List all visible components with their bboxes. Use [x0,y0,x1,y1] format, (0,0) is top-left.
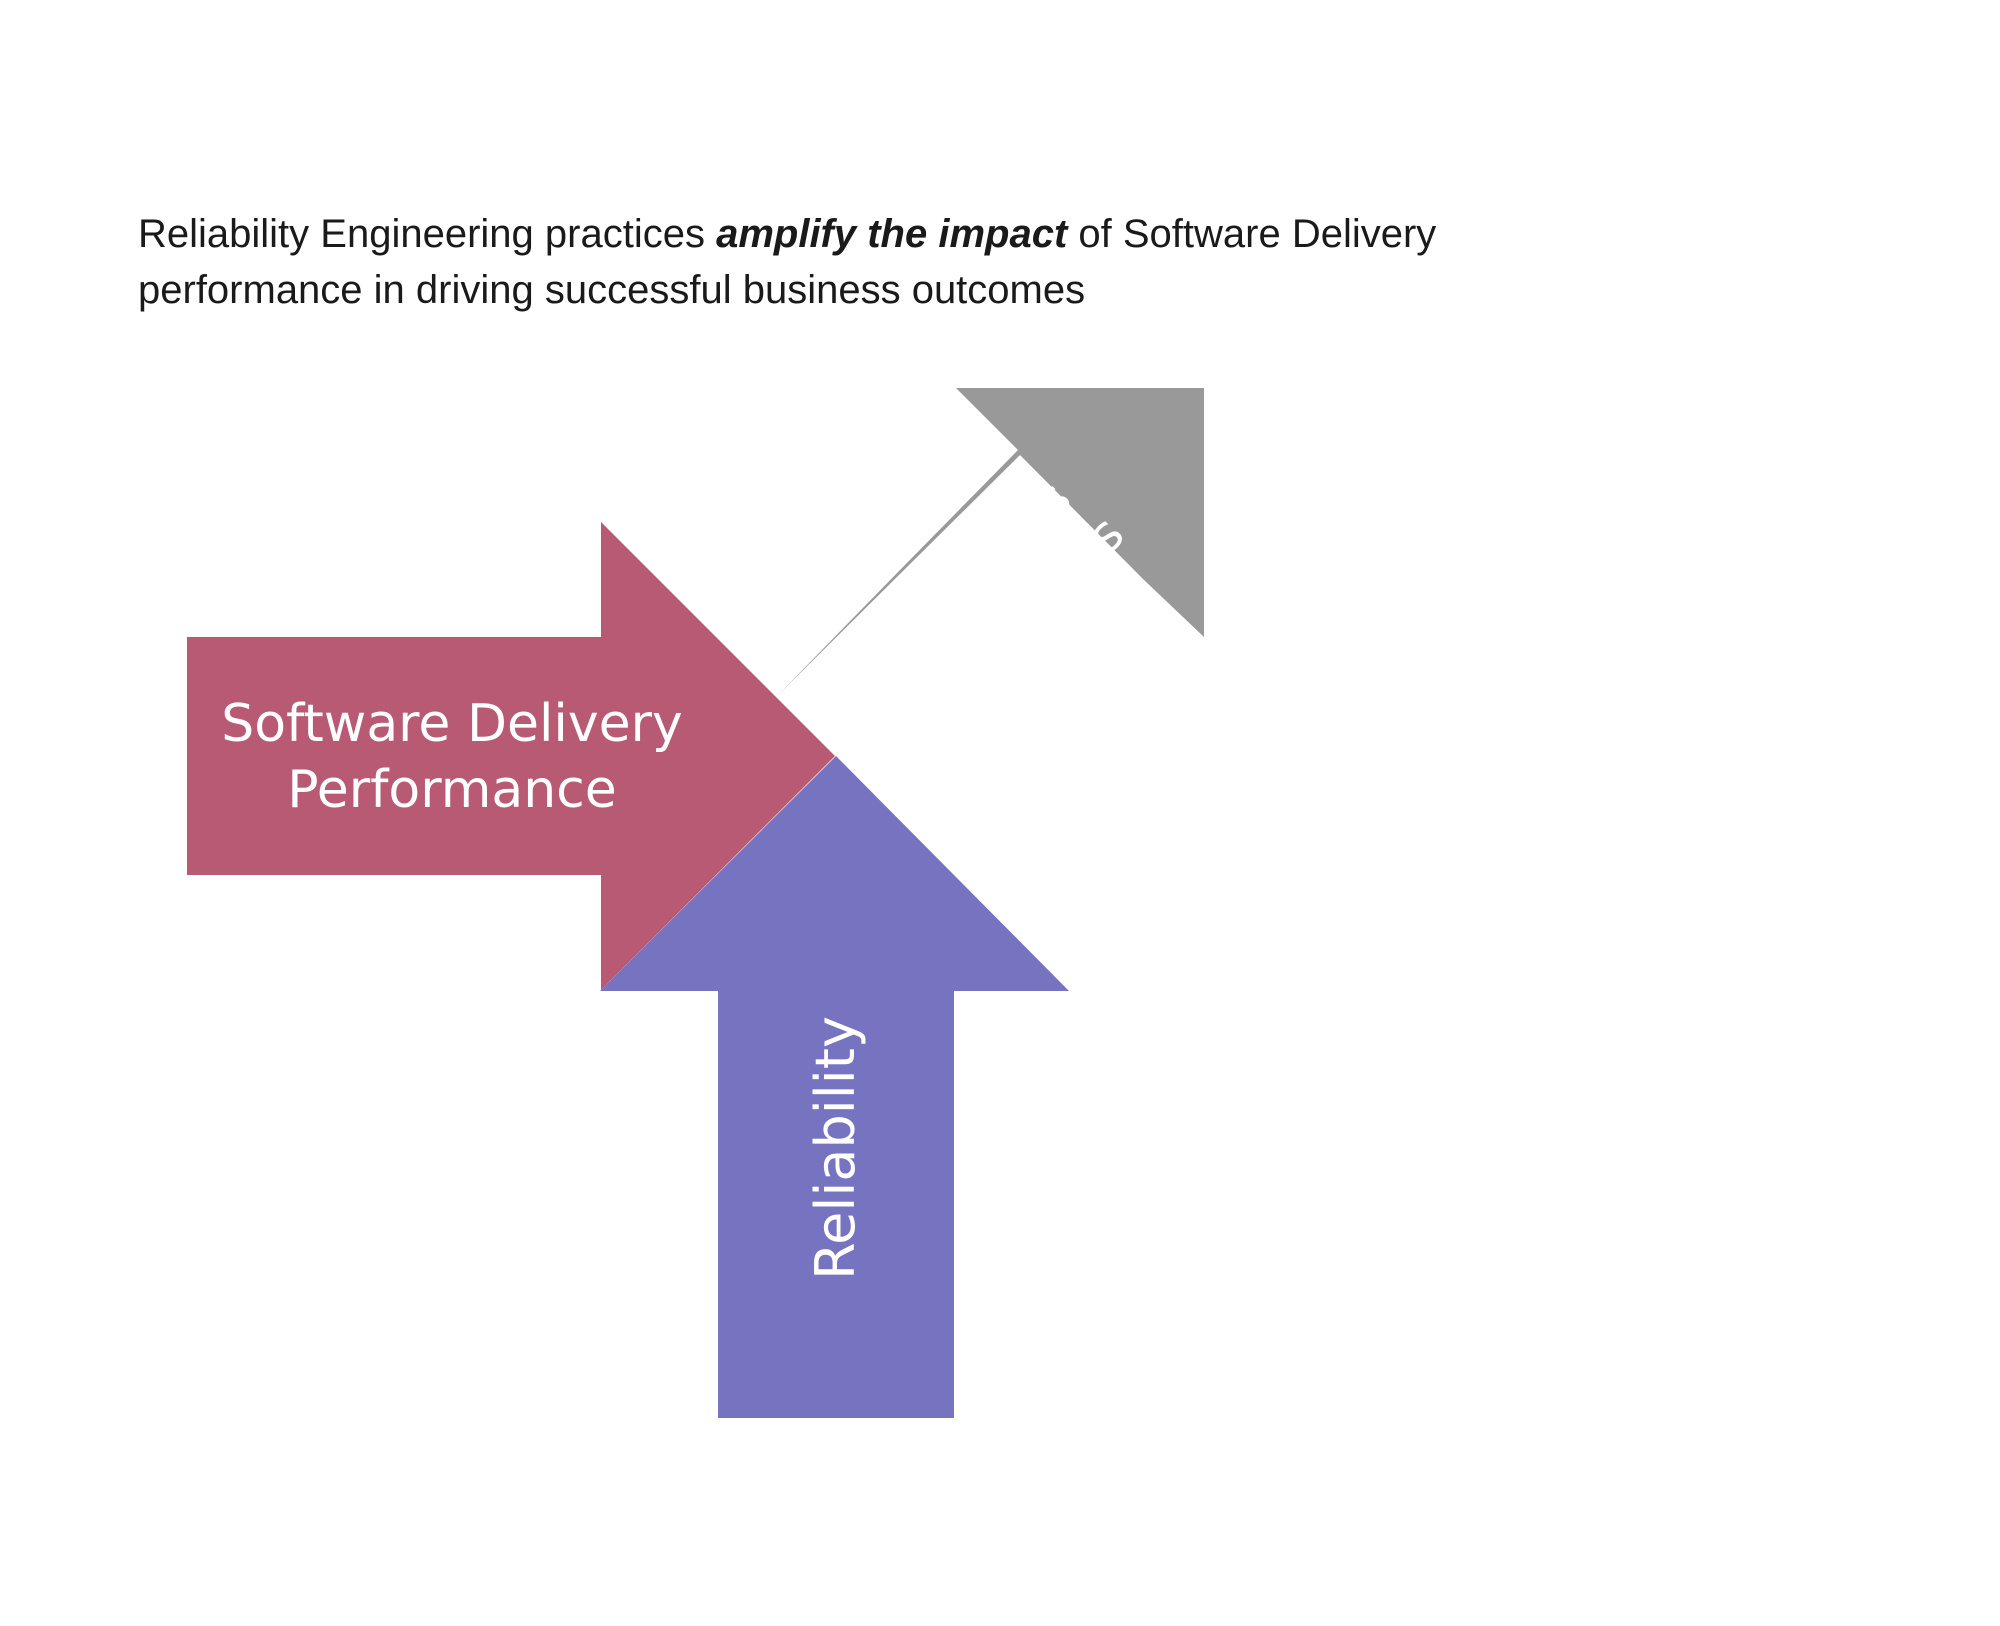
software-delivery-arrow [187,522,835,990]
reliability-arrow [600,756,1069,1418]
headline-part-1: Reliability Engineering practices [138,212,717,256]
reliability-label-text: Reliability [804,1016,867,1280]
headline-part-2: of Software Delivery performance in driv… [138,212,1437,312]
software-delivery-label-line2: Performance [287,760,617,820]
headline: Reliability Engineering practices amplif… [138,206,1438,318]
headline-emphasis: amplify the impact [716,212,1068,256]
business-outcomes-arrow [778,388,1204,695]
reliability-label: Reliability [804,1016,867,1280]
software-delivery-label-line1: Software Delivery [221,694,683,754]
